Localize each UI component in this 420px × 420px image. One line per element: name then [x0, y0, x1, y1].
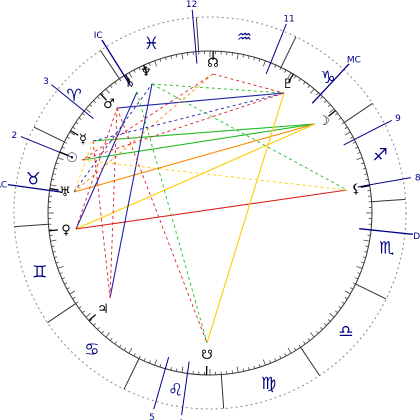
aspect-line-moon-venus — [75, 123, 316, 230]
house-cusp-label-ac: AC — [0, 181, 7, 191]
aspect-lines — [73, 73, 348, 344]
house-cusp-line-3 — [51, 84, 94, 119]
house-cusp-line-mc — [311, 63, 350, 104]
aspect-line-venus-mars — [75, 107, 118, 230]
aspect-line-mars-pluto — [116, 92, 285, 109]
uranus-icon[interactable]: ♅ — [59, 185, 71, 200]
house-cusp-line-8 — [357, 177, 411, 188]
aspect-line-lilith-venus — [75, 189, 348, 230]
house-cusp-line-ac — [7, 183, 62, 193]
aspect-line-saturn-south-node — [136, 91, 208, 344]
house-cusp-line-6 — [181, 361, 190, 416]
planets: ☉ ☽ ☿ ♀ ♂ ♃ ♄ ♅ ♆ ♇ ☊ ☋ ⚸ — [59, 56, 361, 363]
aspect-line-neptune-pluto — [151, 83, 285, 94]
house-cusp-label-5: 5 — [149, 413, 155, 420]
aspect-line-north-node-sun — [81, 73, 214, 161]
aspect-line-north-node-pluto — [212, 73, 285, 94]
aspect-line-north-node-uranus — [73, 73, 214, 193]
sign-aries-icon: ♈ — [67, 86, 82, 106]
house-cusp-line-ic — [101, 39, 132, 87]
sign-sagittarius-icon: ♐ — [373, 145, 388, 165]
aspect-line-mercury-pluto — [92, 92, 285, 142]
aspect-line-mars-jupiter — [109, 107, 118, 299]
house-cusp-label-2: 2 — [11, 131, 17, 141]
house-cusp-line-12 — [191, 9, 198, 64]
saturn-icon[interactable]: ♄ — [124, 76, 136, 91]
aspect-line-neptune-lilith — [151, 83, 348, 191]
sign-taurus-icon: ♉ — [26, 170, 41, 190]
house-cusp-line-5 — [153, 357, 170, 410]
moon-icon[interactable]: ☽ — [318, 114, 330, 129]
house-cusp-label-11: 11 — [283, 14, 294, 24]
aspect-line-moon-mercury — [92, 123, 316, 142]
neptune-icon[interactable]: ♆ — [140, 65, 152, 80]
planet-markers — [48, 51, 370, 375]
house-cusp-line-9 — [343, 119, 392, 146]
pluto-icon[interactable]: ♇ — [282, 77, 294, 92]
sign-leo-icon: ♌ — [168, 381, 183, 401]
aspect-line-moon-sun — [81, 123, 316, 161]
mars-icon[interactable]: ♂ — [103, 97, 115, 112]
sign-capricorn-icon: ♑ — [320, 68, 335, 88]
sign-pisces-icon: ♓ — [144, 34, 159, 54]
jupiter-icon[interactable]: ♃ — [97, 302, 109, 317]
house-cusp-line-11 — [265, 23, 287, 75]
aspect-line-sun-lilith — [81, 159, 348, 191]
sign-libra-icon: ♎ — [338, 322, 353, 342]
sign-boundaries — [14, 17, 406, 409]
aspect-line-saturn-venus — [75, 91, 138, 230]
sign-aquarius-icon: ♒ — [237, 27, 252, 47]
aspect-line-mercury-jupiter — [92, 140, 111, 299]
mercury-icon[interactable]: ☿ — [79, 132, 87, 147]
house-cusp-label-6: 6 — [178, 419, 184, 420]
sign-virgo-icon: ♍ — [261, 374, 276, 394]
house-cusp-label-9: 9 — [395, 114, 401, 124]
sun-icon[interactable]: ☉ — [66, 151, 78, 166]
sign-scorpio-icon: ♏ — [379, 238, 394, 258]
aspect-line-jupiter-neptune — [109, 83, 153, 299]
house-cusp-line-dc — [359, 228, 413, 235]
aspect-line-pluto-south-node — [206, 92, 285, 344]
outer-dashed-ring — [13, 16, 407, 410]
sign-gemini-icon: ♊ — [32, 263, 47, 283]
house-cusp-label-3: 3 — [43, 77, 49, 87]
lilith-icon[interactable]: ⚸ — [351, 182, 361, 197]
venus-icon[interactable]: ♀ — [61, 223, 71, 238]
house-cusp-label-12: 12 — [186, 0, 197, 10]
aspect-line-uranus-neptune — [73, 83, 153, 193]
house-cusp-label-mc: MC — [347, 56, 361, 66]
north-node-icon[interactable]: ☊ — [207, 56, 219, 71]
house-cusp-label-dc: DC — [413, 232, 420, 242]
house-cusp-label-ic: IC — [94, 31, 103, 41]
south-node-icon[interactable]: ☋ — [201, 348, 213, 363]
sign-cancer-icon: ♋ — [84, 340, 99, 360]
aspect-line-moon-uranus — [73, 123, 316, 193]
house-cusp-label-8: 8 — [415, 173, 420, 183]
degree-ticks — [48, 51, 372, 375]
